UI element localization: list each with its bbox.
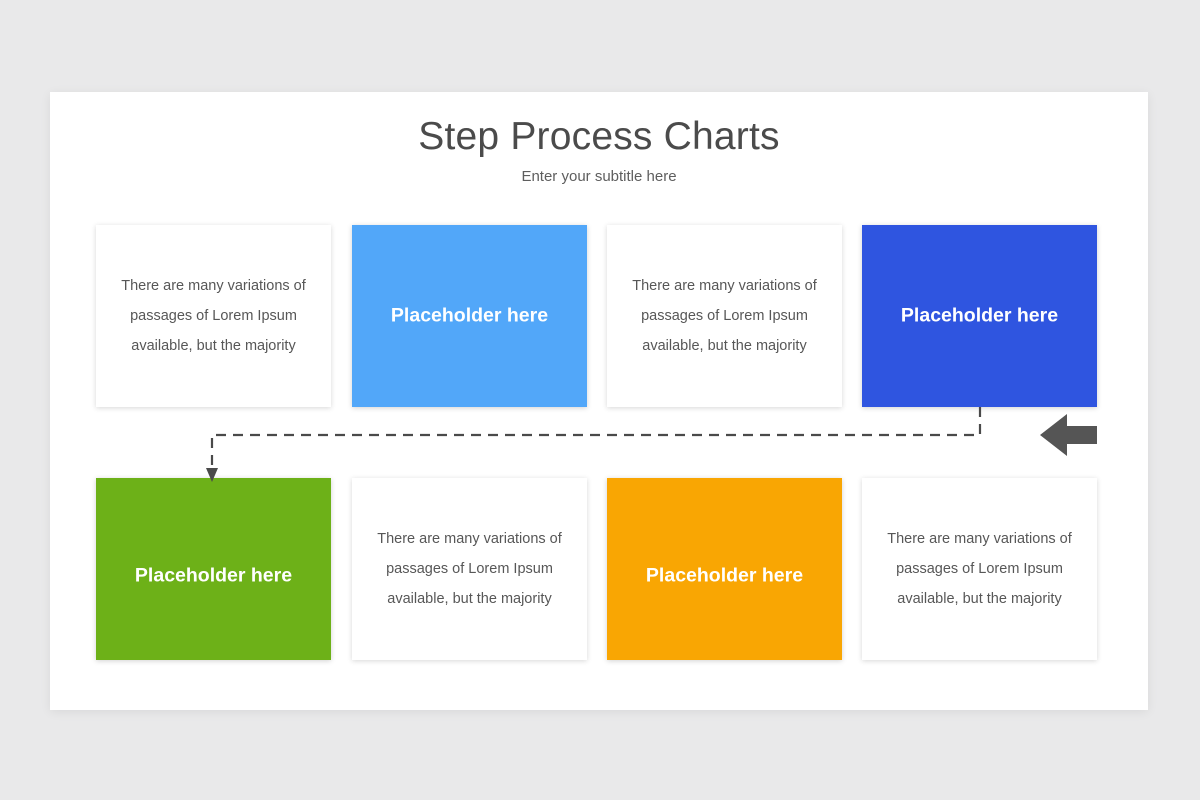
card-top-1-text: There are many variations of passages of…: [121, 278, 306, 354]
card-top-3[interactable]: There are many variations of passages of…: [607, 225, 842, 407]
card-bottom-1-label: Placeholder here: [134, 564, 293, 587]
page-subtitle: Enter your subtitle here: [521, 168, 677, 185]
card-top-4-label: Placeholder here: [900, 304, 1059, 327]
card-bottom-4-text: There are many variations of passages of…: [887, 531, 1072, 607]
card-bottom-3[interactable]: Placeholder here: [607, 478, 842, 660]
card-bottom-2-text: There are many variations of passages of…: [377, 531, 562, 607]
slide-canvas: Step Process Charts Enter your subtitle …: [50, 92, 1148, 710]
card-bottom-4[interactable]: There are many variations of passages of…: [862, 478, 1097, 660]
card-top-3-text: There are many variations of passages of…: [632, 278, 817, 354]
dashed-connector-path: [210, 407, 982, 470]
left-arrow-icon: [1040, 414, 1097, 456]
card-top-2[interactable]: Placeholder here: [352, 225, 587, 407]
card-top-2-label: Placeholder here: [390, 304, 549, 327]
page-title: Step Process Charts: [418, 115, 780, 158]
card-top-1[interactable]: There are many variations of passages of…: [96, 225, 331, 407]
card-bottom-1[interactable]: Placeholder here: [96, 478, 331, 660]
card-top-4[interactable]: Placeholder here: [862, 225, 1097, 407]
card-bottom-3-label: Placeholder here: [645, 564, 804, 587]
card-bottom-2[interactable]: There are many variations of passages of…: [352, 478, 587, 660]
